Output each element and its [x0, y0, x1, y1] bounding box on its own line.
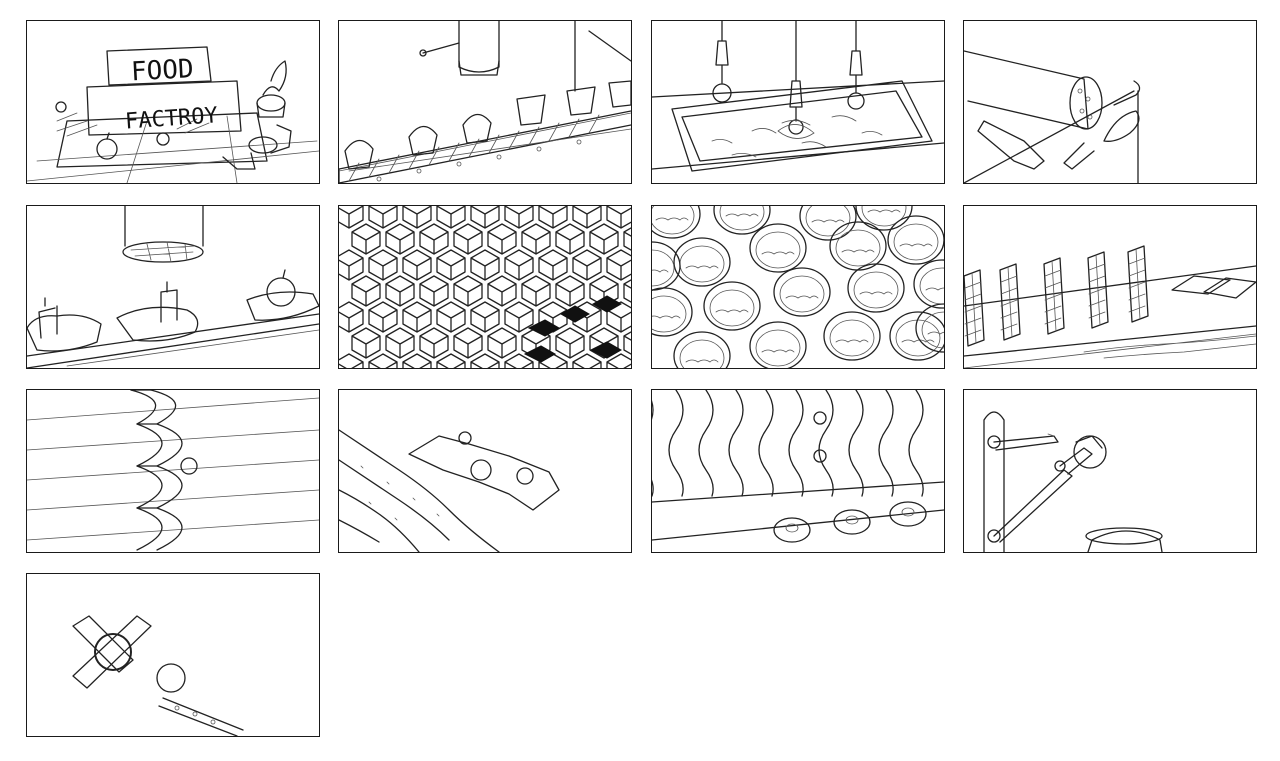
- panel-wavy-donuts: [651, 389, 945, 553]
- factory-sign-sketch: FOOD FACTROY: [27, 46, 319, 183]
- panel-round-buns: [651, 205, 945, 369]
- panel-wafer-conveyor: [963, 205, 1257, 369]
- wafer-conveyor-sketch: [964, 245, 1256, 368]
- sign-line-1: FOOD: [130, 54, 194, 87]
- panel-wavy-dough: [338, 389, 632, 553]
- cross-cutter-sketch: [72, 615, 244, 736]
- cube-pattern-sketch: [339, 206, 631, 368]
- panel-spiral-chute: [26, 389, 320, 553]
- sign-line-2: FACTROY: [124, 103, 218, 134]
- wavy-donuts-sketch: [652, 390, 944, 543]
- wavy-dough-sketch: [339, 429, 560, 552]
- cupcake-conveyor-sketch: [339, 21, 631, 183]
- panel-factory-sign: FOOD FACTROY: [26, 20, 320, 184]
- panel-cake-press: [26, 205, 320, 369]
- cake-press-sketch: [27, 206, 319, 368]
- dipping-hooks-sketch: [652, 21, 944, 172]
- panel-cube-pattern: [338, 205, 632, 369]
- panel-cross-cutter: [26, 573, 320, 737]
- spiral-chute-sketch: [27, 390, 319, 551]
- panel-robot-arm: [963, 389, 1257, 553]
- panel-sausage-slicer: [963, 20, 1257, 184]
- sausage-slicer-sketch: [964, 50, 1141, 183]
- robot-arm-sketch: [983, 411, 1163, 552]
- round-buns-sketch: [652, 206, 944, 368]
- panel-dipping-hooks: [651, 20, 945, 184]
- panel-cupcake-conveyor: [338, 20, 632, 184]
